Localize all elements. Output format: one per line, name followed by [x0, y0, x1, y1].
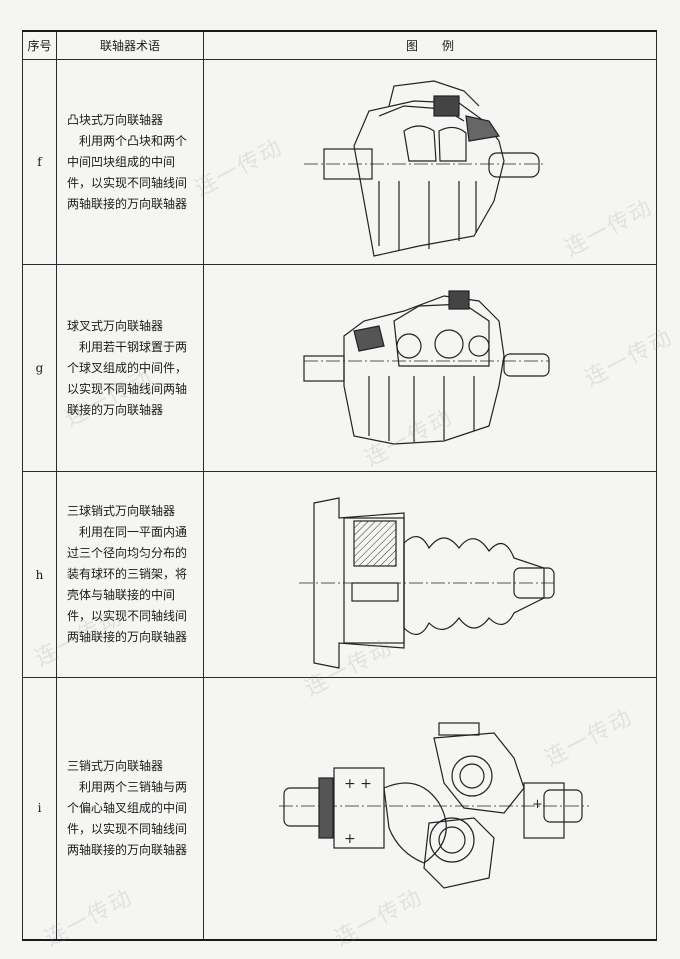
svg-text:+ +: + +: [344, 776, 372, 792]
term-title: 凸块式万向联轴器: [67, 112, 164, 127]
table-row: i 三销式万向联轴器 利用两个三销轴与两个偏心轴叉组成的中间件，以实现不同轴线间…: [22, 677, 657, 941]
row-term-cell: 三球销式万向联轴器 利用在同一平面内通过三个径向均匀分布的装有球环的三销架，将壳…: [56, 471, 204, 678]
ball-fork-universal-coupling-drawing: [303, 289, 550, 445]
row-serial-number: g: [22, 264, 57, 472]
row-term-cell: 球叉式万向联轴器 利用若干钢球置于两个球叉组成的中间件，以实现不同轴线间两轴联接…: [56, 264, 204, 472]
row-serial-number: h: [22, 471, 57, 678]
convex-block-universal-coupling-drawing: [304, 79, 544, 257]
header-serial-number: 序号: [22, 30, 57, 60]
figure-cell: [203, 471, 657, 678]
row-serial-number: i: [22, 677, 57, 941]
header-coupling-term: 联轴器术语: [56, 30, 204, 60]
table-header-row: 序号 联轴器术语 图 例: [22, 30, 657, 60]
header-figure: 图 例: [203, 30, 657, 60]
svg-text:+: +: [532, 797, 543, 812]
term-description: 利用若干钢球置于两个球叉组成的中间件，以实现不同轴线间两轴联接的万向联轴器: [67, 339, 188, 417]
tripod-universal-coupling-drawing: [299, 496, 555, 669]
term-description: 利用在同一平面内通过三个径向均匀分布的装有球环的三销架，将壳体与轴联接的中间件，…: [67, 525, 188, 644]
figure-cell: [203, 264, 657, 472]
term-title: 球叉式万向联轴器: [67, 318, 164, 333]
row-term-cell: 凸块式万向联轴器 利用两个凸块和两个中间凹块组成的中间件，以实现不同轴线间两轴联…: [56, 59, 204, 265]
term-title: 三销式万向联轴器: [67, 758, 164, 773]
three-pin-universal-coupling-drawing: + + + +: [279, 722, 589, 889]
row-term-cell: 三销式万向联轴器 利用两个三销轴与两个偏心轴叉组成的中间件，以实现不同轴线间两轴…: [56, 677, 204, 941]
coupling-terms-table: 序号 联轴器术语 图 例 f 凸块式万向联轴器 利用两个凸块和两个中间凹块组成的…: [22, 30, 657, 941]
table-row: g 球叉式万向联轴器 利用若干钢球置于两个球叉组成的中间件，以实现不同轴线间两轴…: [22, 264, 657, 472]
figure-cell: + + + +: [203, 677, 657, 941]
table-row: f 凸块式万向联轴器 利用两个凸块和两个中间凹块组成的中间件，以实现不同轴线间两…: [22, 59, 657, 265]
figure-cell: [203, 59, 657, 265]
term-description: 利用两个三销轴与两个偏心轴叉组成的中间件，以实现不同轴线间两轴联接的万向联轴器: [67, 779, 188, 857]
term-description: 利用两个凸块和两个中间凹块组成的中间件，以实现不同轴线间两轴联接的万向联轴器: [67, 133, 188, 211]
table-row: h 三球销式万向联轴器 利用在同一平面内通过三个径向均匀分布的装有球环的三销架，…: [22, 471, 657, 678]
svg-text:+: +: [344, 831, 356, 847]
row-serial-number: f: [22, 59, 57, 265]
term-title: 三球销式万向联轴器: [67, 504, 176, 518]
